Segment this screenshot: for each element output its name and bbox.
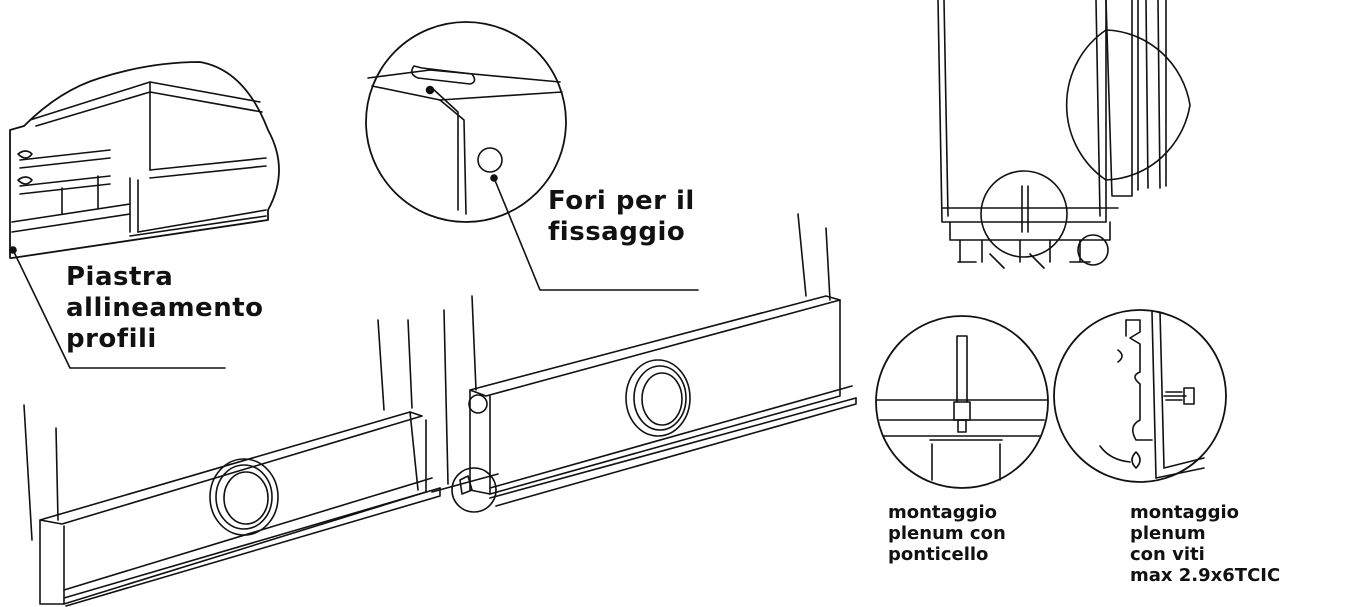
label-fixing-holes-line1: Fori per il xyxy=(548,186,695,216)
label-bridge-mount-line1: montaggio xyxy=(888,502,997,523)
label-alignment-plate-line1: Piastra xyxy=(66,262,174,292)
label-bridge-mount: montaggio plenum con ponticello xyxy=(888,502,1006,565)
plenum-left xyxy=(24,320,440,606)
detail-screw-mount xyxy=(1054,310,1226,482)
detail-alignment-plate xyxy=(10,62,279,258)
label-alignment-plate-line2: allineamento xyxy=(66,293,264,323)
plenum-right xyxy=(432,214,856,512)
label-fixing-holes: Fori per il fissaggio xyxy=(548,186,695,248)
label-fixing-holes-line2: fissaggio xyxy=(548,217,686,247)
leader-alignment-plate xyxy=(13,250,225,368)
label-screw-mount: montaggio plenum con viti max 2.9x6TCIC xyxy=(1130,502,1280,586)
label-screw-mount-line3: con viti xyxy=(1130,544,1205,565)
side-elevation xyxy=(938,0,1190,268)
leader-fixing-holes xyxy=(494,178,698,290)
label-alignment-plate: Piastra allineamento profili xyxy=(66,262,264,355)
label-screw-mount-line1: montaggio xyxy=(1130,502,1239,523)
label-bridge-mount-line3: ponticello xyxy=(888,544,989,565)
label-screw-mount-line4: max 2.9x6TCIC xyxy=(1130,565,1281,586)
label-bridge-mount-line2: plenum con xyxy=(888,523,1006,544)
detail-bridge-mount xyxy=(876,316,1048,488)
label-screw-mount-line2: plenum xyxy=(1130,523,1206,544)
label-alignment-plate-line3: profili xyxy=(66,324,157,354)
detail-fixing-holes xyxy=(366,22,566,222)
